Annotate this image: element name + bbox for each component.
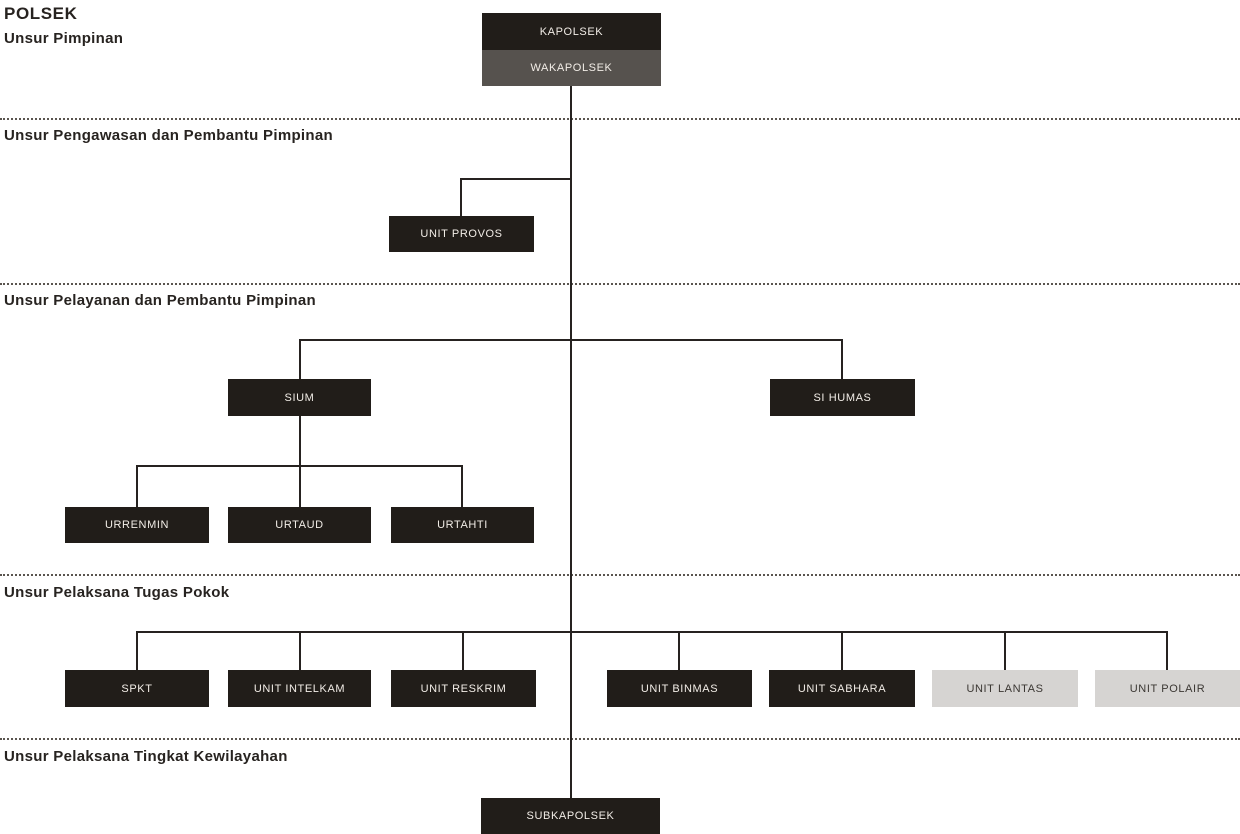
node-kapolsek: KAPOLSEK bbox=[482, 13, 661, 50]
connector-tugas-h bbox=[136, 631, 1168, 633]
connector-urrenmin-drop bbox=[136, 465, 138, 507]
connector-sium-drop bbox=[299, 339, 301, 379]
node-urtahti: URTAHTI bbox=[391, 507, 534, 543]
node-urrenmin: URRENMIN bbox=[65, 507, 209, 543]
connector-provos-h bbox=[460, 178, 572, 180]
section-divider-4 bbox=[0, 738, 1240, 740]
connector-polair-drop bbox=[1166, 631, 1168, 670]
connector-urtahti-drop bbox=[461, 465, 463, 507]
connector-spkt-drop bbox=[136, 631, 138, 670]
node-si-humas: SI HUMAS bbox=[770, 379, 915, 416]
section-divider-2 bbox=[0, 283, 1240, 285]
section-divider-3 bbox=[0, 574, 1240, 576]
connector-binmas-drop bbox=[678, 631, 680, 670]
connector-sabhara-drop bbox=[841, 631, 843, 670]
page-title: POLSEK bbox=[4, 4, 78, 23]
node-unit-lantas: UNIT LANTAS bbox=[932, 670, 1078, 707]
node-unit-sabhara: UNIT SABHARA bbox=[769, 670, 915, 707]
section-label-pengawasan: Unsur Pengawasan dan Pembantu Pimpinan bbox=[4, 127, 333, 144]
connector-provos-v bbox=[460, 178, 462, 216]
node-wakapolsek: WAKAPOLSEK bbox=[482, 50, 661, 86]
connector-reskrim-drop bbox=[462, 631, 464, 670]
connector-sihumas-drop bbox=[841, 339, 843, 379]
connector-intelkam-drop bbox=[299, 631, 301, 670]
node-unit-binmas: UNIT BINMAS bbox=[607, 670, 752, 707]
node-sium: SIUM bbox=[228, 379, 371, 416]
node-unit-provos: UNIT PROVOS bbox=[389, 216, 534, 252]
node-spkt: SPKT bbox=[65, 670, 209, 707]
connector-sium-stem bbox=[299, 416, 301, 466]
section-label-pelayanan: Unsur Pelayanan dan Pembantu Pimpinan bbox=[4, 292, 317, 309]
node-urtaud: URTAUD bbox=[228, 507, 371, 543]
connector-main-vertical bbox=[570, 86, 572, 798]
node-unit-reskrim: UNIT RESKRIM bbox=[391, 670, 536, 707]
node-unit-intelkam: UNIT INTELKAM bbox=[228, 670, 371, 707]
node-unit-polair: UNIT POLAIR bbox=[1095, 670, 1240, 707]
connector-pelayanan-h bbox=[299, 339, 843, 341]
section-label-pimpinan: Unsur Pimpinan bbox=[4, 30, 124, 47]
connector-lantas-drop bbox=[1004, 631, 1006, 670]
section-label-tugas-pokok: Unsur Pelaksana Tugas Pokok bbox=[4, 584, 230, 601]
node-subkapolsek: SUBKAPOLSEK bbox=[481, 798, 660, 834]
section-divider-1 bbox=[0, 118, 1240, 120]
section-label-kewilayahan: Unsur Pelaksana Tingkat Kewilayahan bbox=[4, 748, 288, 765]
connector-urtaud-drop bbox=[299, 465, 301, 507]
